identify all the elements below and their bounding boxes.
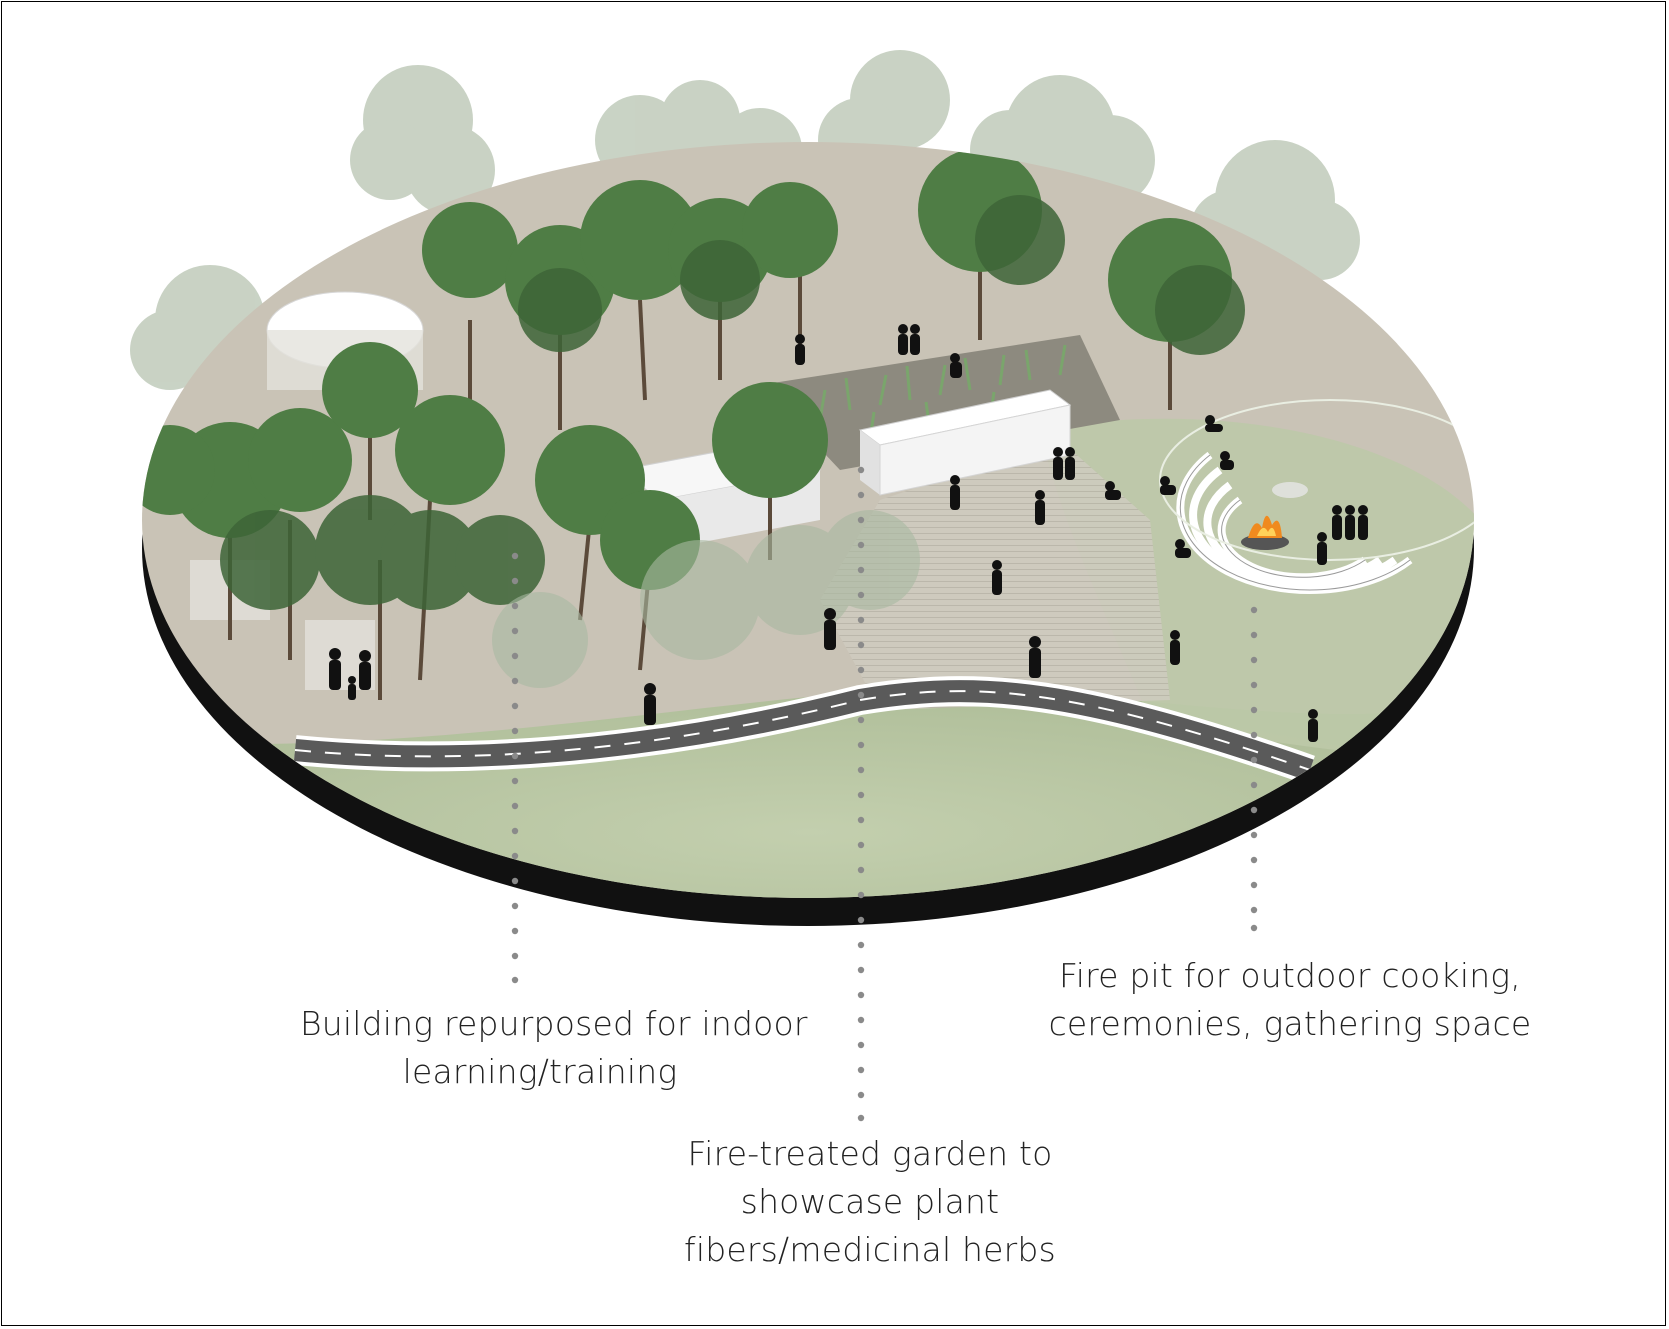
- fire-treated-garden: [760, 335, 1120, 470]
- annotation-fire-pit-line-1: Fire pit for outdoor cooking,: [1058, 956, 1522, 995]
- annotation-building-line-2: learning/training: [402, 1052, 678, 1091]
- annotation-garden-line-1: Fire-treated garden to: [687, 1134, 1053, 1173]
- annotation-garden-line-3: fibers/medicinal herbs: [684, 1230, 1056, 1269]
- annotation-building: Building repurposed for indoor learning/…: [300, 1000, 808, 1096]
- amphitheater-icon: [1176, 451, 1413, 594]
- annotation-fire-pit-line-2: ceremonies, gathering space: [1048, 1004, 1532, 1043]
- annotation-building-line-1: Building repurposed for indoor: [300, 1004, 808, 1043]
- annotation-fire-pit: Fire pit for outdoor cooking, ceremonies…: [1030, 952, 1550, 1048]
- annotation-garden-line-2: showcase plant: [740, 1182, 1000, 1221]
- fire-icon: [1241, 482, 1308, 550]
- leader-line-fire-pit: [1250, 606, 1258, 932]
- leader-line-building: [511, 552, 519, 984]
- leader-line-garden: [857, 466, 865, 1122]
- annotation-garden: Fire-treated garden to showcase plant fi…: [660, 1130, 1080, 1274]
- tree-icon: [142, 148, 1245, 700]
- road-icon: [293, 676, 1315, 785]
- person-icon: [329, 324, 1368, 742]
